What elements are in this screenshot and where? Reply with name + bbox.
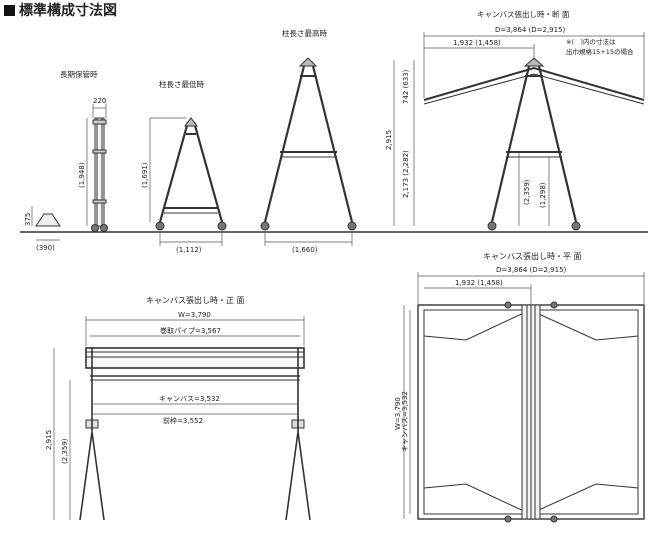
front-canvas-dim: キャンバス=3,532 bbox=[159, 395, 220, 403]
front-frame-dim: 前枠=3,552 bbox=[163, 416, 203, 425]
extended-overall-dim: D=3,864 (D=2,915) bbox=[495, 26, 566, 34]
extended-note-1: ※( )内の寸法は bbox=[566, 37, 616, 46]
max-pole-width-dim: (1,660) bbox=[292, 246, 318, 254]
front-pipe-dim: 巻取パイプ=3,567 bbox=[160, 326, 221, 335]
front-view-label: キャンバス張出し時・正 面 bbox=[146, 295, 245, 305]
side-views bbox=[20, 57, 648, 233]
front-height-dim: 2,915 bbox=[45, 430, 53, 450]
storage-height-dim: (1,948) bbox=[78, 162, 86, 188]
plan-view-figure bbox=[417, 301, 645, 523]
title-square-icon bbox=[4, 4, 15, 16]
front-width-dim: W=3,790 bbox=[178, 311, 211, 319]
storage-label: 長期保管時 bbox=[60, 69, 98, 79]
extended-bar-height-dim: (2,359) bbox=[523, 179, 531, 205]
extended-total-height-dim: 2,915 bbox=[385, 130, 393, 150]
storage-base-height-dim: 375 bbox=[24, 213, 32, 226]
min-pole-figure bbox=[155, 117, 227, 231]
plan-depth-dim: D=3,864 (D=2,915) bbox=[496, 266, 567, 274]
max-pole-label: 柱長さ最高時 bbox=[282, 28, 327, 38]
min-pole-width-dim: (1,112) bbox=[176, 246, 202, 254]
plan-canvas-dim: キャンバス=3,532 bbox=[401, 391, 409, 452]
page-title: 標準構成寸法図 bbox=[4, 0, 117, 20]
min-pole-height-dim: (1,691) bbox=[141, 162, 149, 188]
storage-width-dim: 220 bbox=[93, 97, 106, 105]
plan-view-label: キャンバス張出し時・平 面 bbox=[483, 251, 582, 261]
side-dimension-lines bbox=[31, 32, 645, 246]
front-bar-height-dim: (2,359) bbox=[61, 438, 69, 464]
extended-section-figure bbox=[423, 57, 645, 231]
max-pole-figure bbox=[260, 57, 357, 231]
storage-figure bbox=[35, 117, 108, 232]
extended-pole-height-dim: 2,173 (2,282) bbox=[402, 150, 410, 198]
min-pole-label: 柱長さ最低時 bbox=[159, 79, 204, 89]
storage-base-width-dim: (390) bbox=[36, 244, 55, 252]
extended-note-2: 出巾規格15+15の場合 bbox=[566, 47, 634, 56]
page-title-text: 標準構成寸法図 bbox=[19, 3, 117, 19]
extended-low-height-dim: (1,298) bbox=[539, 182, 547, 208]
extended-half-dim: 1,932 (1,458) bbox=[453, 39, 501, 47]
extended-section-label: キャンバス張出し時・断 面 bbox=[477, 9, 570, 19]
front-view-figure bbox=[79, 347, 311, 521]
plan-half-dim: 1,932 (1,458) bbox=[455, 279, 503, 287]
plan-dimension-lines bbox=[403, 272, 645, 519]
extended-roof-dim: 742 (633) bbox=[402, 69, 410, 104]
front-dimension-lines bbox=[53, 316, 305, 520]
plan-width-dim: W=3,790 bbox=[394, 397, 402, 430]
